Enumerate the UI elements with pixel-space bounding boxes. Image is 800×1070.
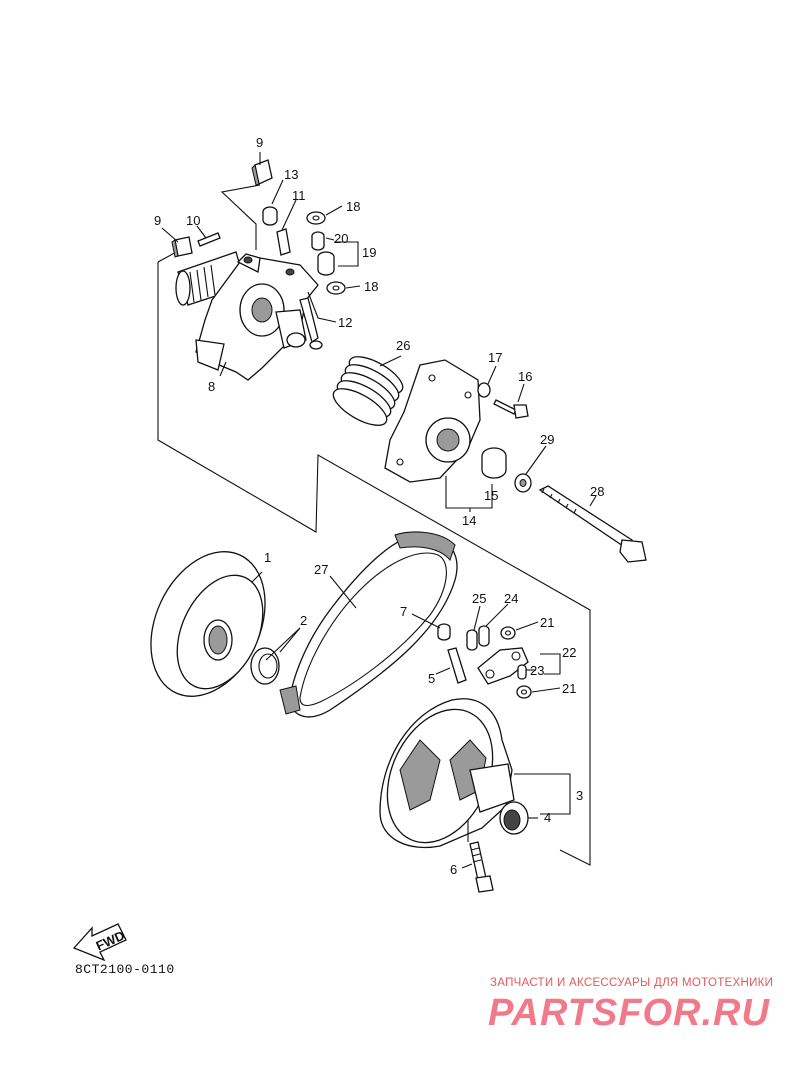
bushing-25 <box>466 629 478 651</box>
sheave-3 <box>379 698 515 849</box>
callout-23: 23 <box>530 663 544 678</box>
bearing-2 <box>250 647 280 685</box>
bushing-20 <box>311 231 325 251</box>
callout-21-bottom: 21 <box>562 681 576 696</box>
callout-24: 24 <box>504 591 518 606</box>
spider-assembly <box>175 251 319 381</box>
callout-3: 3 <box>576 788 583 803</box>
callout-16: 16 <box>518 369 532 384</box>
washer-18-top <box>306 211 326 225</box>
callout-15: 15 <box>484 488 498 503</box>
washer-18-bottom <box>326 281 346 295</box>
fwd-arrow-icon: FWD <box>72 923 127 962</box>
callout-28: 28 <box>590 484 604 499</box>
callout-7: 7 <box>400 604 407 619</box>
bushing-24 <box>478 625 490 647</box>
callout-29: 29 <box>540 432 554 447</box>
belt-27 <box>279 531 458 718</box>
pin-11 <box>276 228 291 256</box>
callout-2: 2 <box>300 613 307 628</box>
spring-26 <box>332 356 404 426</box>
bolt-16 <box>493 399 529 419</box>
callout-21-top: 21 <box>540 615 554 630</box>
sheave-1 <box>150 551 266 697</box>
callout-19: 19 <box>362 245 376 260</box>
callout-22: 22 <box>562 645 576 660</box>
washer-21-bottom <box>516 685 532 699</box>
callout-14: 14 <box>462 513 476 528</box>
callout-9-left: 9 <box>154 213 161 228</box>
washer-21-top <box>500 626 516 640</box>
callout-27: 27 <box>314 562 328 577</box>
collar-13 <box>262 206 278 226</box>
callout-20: 20 <box>334 231 348 246</box>
washer-29 <box>514 473 532 493</box>
leader-lines <box>161 152 597 869</box>
bushing-15 <box>481 447 507 479</box>
callout-18-top: 18 <box>346 199 360 214</box>
callout-25: 25 <box>472 591 486 606</box>
callout-4: 4 <box>544 810 551 825</box>
callout-13: 13 <box>284 167 298 182</box>
callout-6: 6 <box>450 862 457 877</box>
watermark-logo: PARTSFOR.RU <box>488 992 770 1034</box>
callout-18-bottom: 18 <box>364 279 378 294</box>
fwd-label: FWD <box>94 928 127 954</box>
callout-11: 11 <box>292 188 306 203</box>
callout-17: 17 <box>488 350 502 365</box>
pin-5 <box>447 647 467 684</box>
bolt-28 <box>538 485 647 563</box>
drawing-code: 8CT2100-0110 <box>75 962 175 977</box>
watermark-subtitle: ЗАПЧАСТИ И АКСЕССУАРЫ ДЛЯ МОТОТЕХНИКИ <box>490 977 774 989</box>
callout-8: 8 <box>208 379 215 394</box>
cover-14 <box>384 359 481 483</box>
plate-22 <box>477 647 529 685</box>
bushing-23 <box>517 664 527 680</box>
callout-12: 12 <box>338 315 352 330</box>
bearing-4 <box>499 801 529 835</box>
slider-block-left <box>171 236 193 258</box>
callout-labels: 9 13 11 9 10 18 20 19 18 12 8 26 17 16 2… <box>154 135 604 877</box>
callout-26: 26 <box>396 338 410 353</box>
callout-5: 5 <box>428 671 435 686</box>
bolt-12 <box>299 297 323 350</box>
pin-7 <box>437 623 451 641</box>
callout-1: 1 <box>264 550 271 565</box>
pin-10 <box>197 232 221 247</box>
slider-block-top <box>251 159 273 186</box>
roller-19 <box>317 251 335 276</box>
washer-17 <box>477 382 491 398</box>
bolt-6 <box>469 841 494 893</box>
callout-9-top: 9 <box>256 135 263 150</box>
callout-10: 10 <box>186 213 200 228</box>
